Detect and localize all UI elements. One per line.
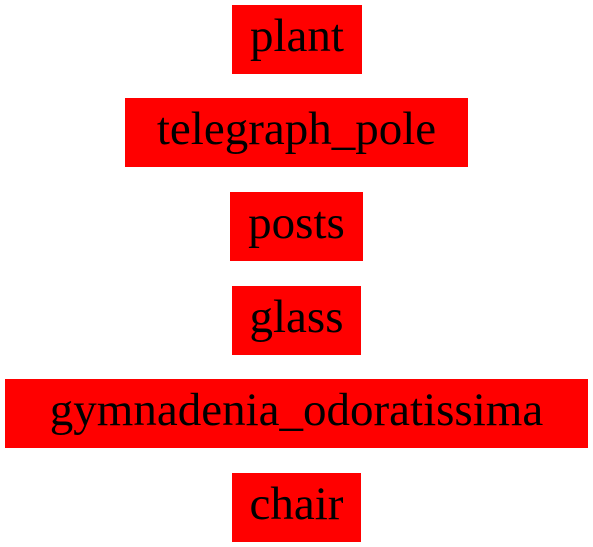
label-posts: posts [230, 192, 363, 261]
label-glass: glass [232, 286, 361, 355]
label-text: posts [248, 197, 345, 249]
label-telegraph-pole: telegraph_pole [125, 98, 468, 167]
label-plant: plant [232, 5, 362, 74]
label-text: gymnadenia_odoratissima [49, 384, 544, 436]
label-text: plant [250, 10, 344, 62]
label-text: chair [249, 478, 344, 530]
label-text: glass [249, 291, 344, 343]
label-chair: chair [232, 473, 361, 542]
label-gymnadenia-odoratissima: gymnadenia_odoratissima [5, 379, 588, 448]
label-text: telegraph_pole [156, 103, 437, 155]
